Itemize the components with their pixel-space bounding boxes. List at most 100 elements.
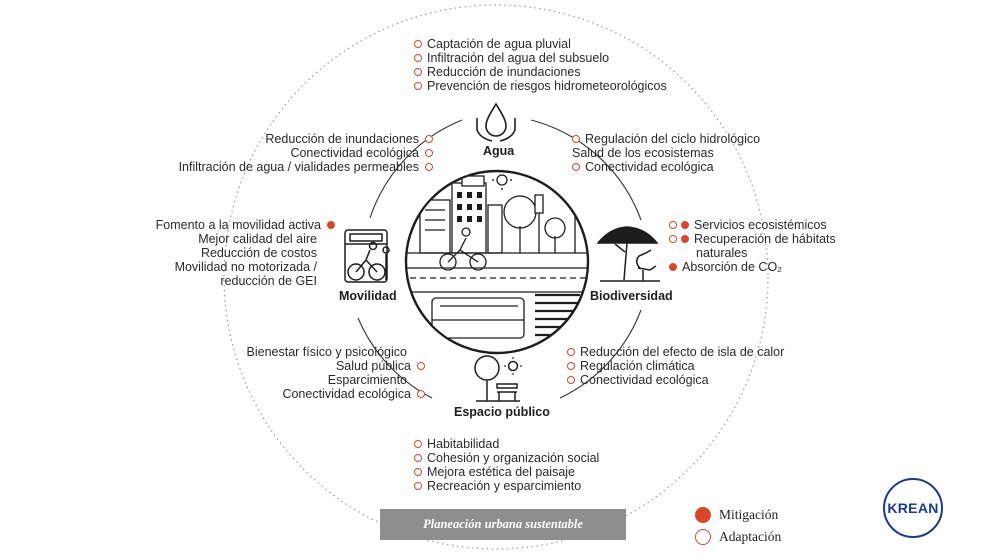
benefit-item: Regulación climática [567, 359, 784, 373]
benefit-text: Infiltración de agua / vialidades permea… [178, 160, 419, 174]
benefit-item: Mejora estética del paisaje [414, 465, 599, 479]
mitigation-dot-icon [681, 221, 689, 229]
benefit-item: Conectividad ecológica [567, 373, 784, 387]
sun-icon [492, 170, 512, 190]
benefit-item: Servicios ecosistémicos [669, 218, 836, 232]
benefit-text: Cohesión y organización social [427, 451, 600, 465]
adaptation-dot-icon [417, 362, 425, 370]
legend-adaptation: Adaptación [695, 529, 781, 545]
adaptation-outline-dot-icon [695, 529, 711, 545]
benefit-item: Regulación del ciclo hidrológico [572, 132, 760, 146]
benefit-text: Reducción de inundaciones [265, 132, 419, 146]
benefit-item: Salud pública [247, 359, 425, 373]
category-movilidad: Movilidad [339, 289, 397, 303]
benefit-text: Conectividad ecológica [290, 146, 419, 160]
benefit-text: Infiltración del agua del subsuelo [427, 51, 610, 65]
benefit-item: Conectividad ecológica [572, 160, 760, 174]
water-drop-hands-icon [476, 102, 516, 142]
acacia-tree-heron-icon [596, 226, 660, 282]
adaptation-dot-icon [414, 82, 422, 90]
benefit-item: Prevención de riesgos hidrometeorológico… [414, 79, 667, 93]
benefit-text: Regulación climática [580, 359, 695, 373]
banner-title: Planeación urbana sustentable [380, 509, 626, 540]
benefit-item: Absorción de CO₂ [669, 260, 836, 274]
krean-logo: KREAN [883, 478, 943, 538]
benefit-item: Captación de agua pluvial [414, 37, 667, 51]
adaptation-dot-icon [567, 376, 575, 384]
benefit-text: Conectividad ecológica [580, 373, 709, 387]
mitigation-dot-icon [327, 221, 335, 229]
benefit-item: Recreación y esparcimiento [414, 479, 599, 493]
benefit-text: Conectividad ecológica [282, 387, 411, 401]
benefit-item: Conectividad ecológica [247, 387, 425, 401]
benefit-item: Reducción de inundaciones [179, 132, 433, 146]
benefit-text: Regulación del ciclo hidrológico [585, 132, 761, 146]
city-scene-illustration [404, 169, 590, 355]
legend-mitigation: Mitigación [695, 507, 778, 523]
adaptation-dot-icon [414, 54, 422, 62]
adaptation-dot-icon [414, 468, 422, 476]
benefit-item: Salud de los ecosistemas [572, 146, 760, 160]
mitigation-dot-icon [669, 263, 677, 271]
adaptation-dot-icon [669, 221, 677, 229]
benefit-text: Conectividad ecológica [585, 160, 714, 174]
adaptation-dot-icon [417, 390, 425, 398]
benefit-item: Reducción del efecto de isla de calor [567, 345, 784, 359]
benefit-text: Recreación y esparcimiento [427, 479, 582, 493]
benefit-item: Infiltración de agua / vialidades permea… [179, 160, 433, 174]
benefit-text: Reducción del efecto de isla de calor [580, 345, 785, 359]
benefit-item: Mejor calidad del aire [156, 232, 335, 246]
benefit-item: Esparcimiento [247, 373, 426, 387]
adaptation-dot-icon [425, 135, 433, 143]
adaptation-dot-icon [414, 454, 422, 462]
mitigation-filled-dot-icon [695, 507, 711, 523]
adaptation-dot-icon [425, 149, 433, 157]
benefit-text: Absorción de CO₂ [682, 260, 783, 274]
benefit-text: Mejor calidad del aire [198, 232, 317, 246]
tree-bench-sun-icon [474, 355, 522, 402]
benefit-text: Habitabilidad [427, 437, 500, 451]
benefit-text: Reducción de costos [200, 246, 317, 260]
category-agua: Agua [483, 144, 515, 158]
adaptation-dot-icon [414, 440, 422, 448]
adaptation-dot-icon [414, 482, 422, 490]
benefit-text: Bienestar físico y psicológico [246, 345, 408, 359]
outer-dotted-ring [223, 4, 769, 550]
benefit-text: Reducción de inundaciones [427, 65, 581, 79]
benefit-text: Salud pública [335, 359, 411, 373]
benefit-item: Reducción de inundaciones [414, 65, 667, 79]
benefit-item: naturales [669, 246, 836, 260]
legend-adaptation-label: Adaptación [719, 529, 782, 544]
mitigation-dot-icon [681, 235, 689, 243]
benefit-text: Captación de agua pluvial [427, 37, 571, 51]
legend-mitigation-label: Mitigación [719, 507, 779, 522]
inner-ring-arcs [357, 119, 642, 399]
benefit-text: reducción de GEI [220, 274, 317, 288]
benefit-item: Cohesión y organización social [414, 451, 599, 465]
benefit-item: Infiltración del agua del subsuelo [414, 51, 667, 65]
adaptation-dot-icon [572, 163, 580, 171]
benefit-text: Esparcimiento [327, 373, 407, 387]
adaptation-dot-icon [567, 362, 575, 370]
benefit-item: Reducción de costos [156, 246, 335, 260]
benefit-item: Habitabilidad [414, 437, 599, 451]
bus-cyclist-icon [344, 229, 390, 283]
benefit-item: Bienestar físico y psicológico [247, 345, 426, 359]
benefit-text: Servicios ecosistémicos [694, 218, 827, 232]
adaptation-dot-icon [414, 68, 422, 76]
benefit-text: naturales [696, 246, 748, 260]
adaptation-dot-icon [567, 348, 575, 356]
benefit-text: Recuperación de hábitats [694, 232, 836, 246]
benefit-text: Salud de los ecosistemas [572, 146, 714, 160]
benefit-item: reducción de GEI [156, 274, 335, 288]
adaptation-dot-icon [425, 163, 433, 171]
benefit-text: Movilidad no motorizada / [174, 260, 317, 274]
